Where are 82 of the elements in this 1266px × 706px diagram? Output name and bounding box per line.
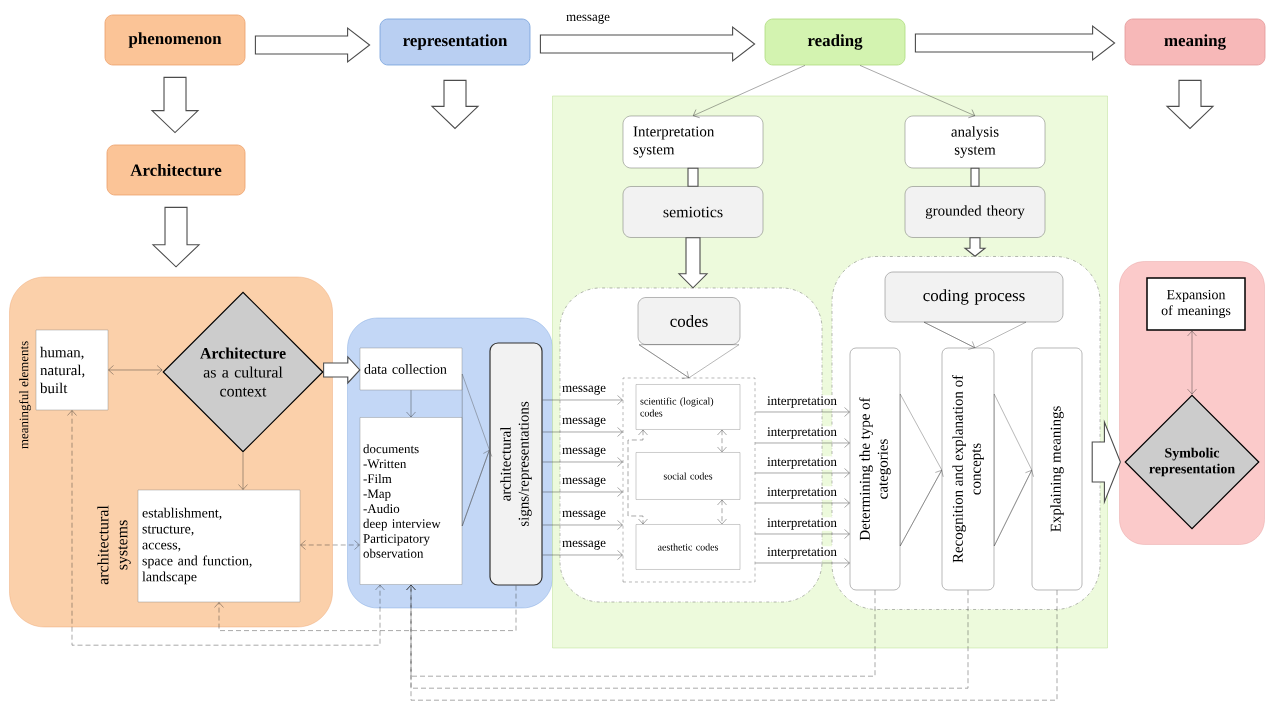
process-box: human, natural, built	[35, 329, 109, 411]
edge-label: message	[565, 13, 611, 25]
arrow	[542, 427, 623, 437]
dashed-arrow	[214, 585, 517, 631]
block-arrow	[1165, 79, 1215, 130]
process-box: grounded theory	[904, 186, 1046, 238]
edge-label: interpretation	[766, 456, 838, 470]
process-box: social codes	[635, 452, 741, 500]
connector-bar	[970, 167, 980, 187]
vertical-label: architectural systems	[97, 505, 131, 585]
edge-label: message	[561, 416, 607, 428]
arrow	[406, 390, 416, 418]
stage-box: meaning	[1124, 18, 1266, 66]
process-box: semiotics	[622, 186, 764, 238]
block-arrow	[150, 76, 200, 134]
arrow	[542, 520, 623, 530]
arrow	[542, 487, 623, 497]
edge-label: interpretation	[766, 395, 838, 409]
chevron-arrow	[462, 373, 493, 527]
process-box: scientific (logical) codes	[635, 384, 741, 430]
block-arrow	[677, 237, 709, 289]
dashed-arrow	[406, 584, 1058, 701]
edge-label: message	[561, 509, 607, 521]
block-arrow	[430, 79, 480, 130]
process-box: coding process	[884, 271, 1064, 323]
arrow	[108, 365, 163, 375]
block-arrow	[323, 355, 361, 385]
chevron-arrow	[994, 393, 1034, 547]
vertical-label: meaningful elements	[19, 341, 31, 449]
dashed-arrow	[627, 429, 648, 525]
stage-box: reading	[764, 18, 906, 66]
edge-label: interpretation	[766, 486, 838, 500]
edge-label: message	[561, 384, 607, 396]
block-arrow	[151, 206, 201, 268]
process-box: documents -Written -Film -Map -Audio deep interview Participatory observation	[359, 417, 463, 585]
vertical-box: architectural signs/representations	[489, 342, 543, 586]
arrow	[755, 407, 850, 417]
block-arrow	[539, 25, 756, 63]
dashed-arrow	[717, 429, 727, 453]
block-arrow	[254, 26, 371, 64]
connector-bar	[687, 167, 699, 187]
arrow	[693, 65, 806, 118]
arrow	[542, 550, 623, 560]
edge-label: interpretation	[766, 517, 838, 531]
edge-label: message	[561, 446, 607, 458]
arrow	[755, 438, 850, 448]
edge-label: interpretation	[766, 426, 838, 440]
block-arrow	[963, 237, 987, 257]
dashed-arrow	[300, 540, 360, 550]
arrow	[755, 529, 850, 539]
stage-box: Architecture	[106, 144, 246, 196]
process-box: data collection	[359, 347, 463, 391]
arrow	[859, 65, 975, 118]
arrow	[755, 558, 850, 568]
process-box: analysis system	[904, 115, 1046, 169]
vertical-box: Determining the type of categories	[849, 347, 901, 591]
block-arrow	[914, 24, 1116, 62]
block-arrow	[1091, 419, 1121, 505]
arrow	[755, 498, 850, 508]
vertical-box: Recognition and explanation of concepts	[941, 347, 995, 591]
arrow	[238, 452, 248, 490]
process-box: Interpretation system	[622, 115, 764, 169]
process-box: codes	[637, 297, 741, 345]
process-box: Expansion of meanings	[1146, 277, 1246, 331]
dashed-arrow	[67, 410, 385, 646]
process-box: aesthetic codes	[635, 524, 741, 570]
stage-box: phenomenon	[104, 14, 246, 66]
chevron-arrow	[900, 393, 944, 547]
dashed-arrow	[717, 499, 727, 525]
chevron-arrow	[923, 322, 1027, 350]
arrow	[542, 457, 623, 467]
dashed-region	[622, 377, 756, 583]
edge-label: message	[561, 539, 607, 551]
process-box: establishment, structure, access, space and function, landscape	[137, 489, 301, 603]
edge-label: message	[561, 476, 607, 488]
stage-box: representation	[379, 18, 531, 66]
chevron-arrow	[638, 344, 740, 379]
vertical-box: Explaining meanings	[1031, 347, 1083, 591]
edge-label: interpretation	[766, 546, 838, 560]
arrow	[1187, 330, 1197, 395]
arrow	[755, 468, 850, 478]
arrow	[542, 395, 623, 405]
